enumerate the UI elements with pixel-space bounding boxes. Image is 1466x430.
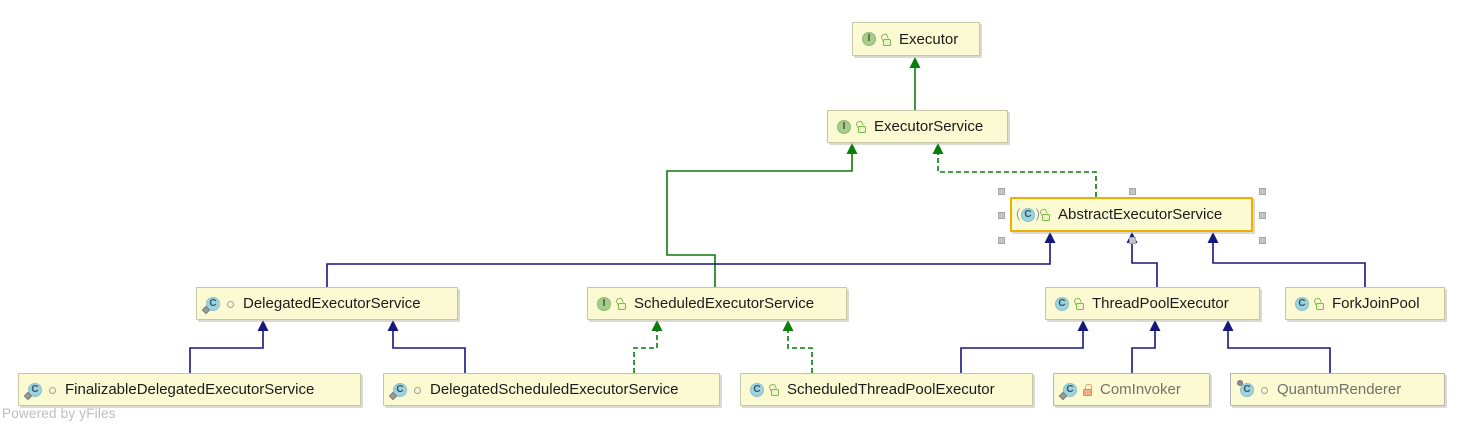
selection-handle[interactable] bbox=[1259, 188, 1266, 195]
inheritance-arrow-icon bbox=[782, 320, 794, 331]
inheritance-arrow-icon bbox=[257, 320, 269, 331]
package-private-icon bbox=[412, 382, 424, 397]
edge-finalizabledelegatedexecutorservice-extends-delegatedexecutorservice[interactable] bbox=[189, 320, 269, 373]
class-name-label: Executor bbox=[899, 30, 959, 48]
public-open-lock-icon bbox=[1040, 207, 1052, 222]
public-open-lock-icon bbox=[769, 382, 781, 397]
edge-delegatedscheduledexecutorservice-extends-delegatedexecutorservice[interactable] bbox=[387, 320, 466, 373]
selection-handle[interactable] bbox=[998, 211, 1005, 219]
edge-scheduledthreadpoolexecutor-extends-threadpoolexecutor[interactable] bbox=[960, 320, 1089, 373]
edge-scheduledexecutorservice-extends-executorservice[interactable] bbox=[666, 143, 858, 287]
class-name-label: ThreadPoolExecutor bbox=[1092, 295, 1229, 312]
class-name-label: AbstractExecutorService bbox=[1058, 206, 1223, 223]
public-open-lock-icon bbox=[1314, 296, 1326, 311]
edge-cominvoker-extends-threadpoolexecutor[interactable] bbox=[1131, 320, 1161, 373]
class-icon: C bbox=[1237, 379, 1255, 398]
class-icon: C bbox=[1054, 296, 1070, 312]
inheritance-arrow-icon bbox=[1044, 232, 1056, 243]
node-com-invoker[interactable]: C ComInvoker bbox=[1053, 373, 1210, 406]
inheritance-arrow-icon bbox=[909, 57, 921, 68]
class-name-label: FinalizableDelegatedExecutorService bbox=[65, 381, 315, 398]
edge-quantumrenderer-extends-threadpoolexecutor[interactable] bbox=[1222, 320, 1331, 373]
class-icon: C bbox=[1294, 296, 1310, 312]
node-delegated-scheduled-executor-service[interactable]: C DelegatedScheduledExecutorService bbox=[383, 373, 720, 406]
selection-handle[interactable] bbox=[998, 188, 1005, 195]
edge-scheduledthreadpoolexecutor-implements-scheduledexecutorservice[interactable] bbox=[782, 320, 813, 373]
class-name-label: ForkJoinPool bbox=[1332, 295, 1420, 312]
selection-handle[interactable] bbox=[1259, 237, 1266, 244]
interface-icon: I bbox=[596, 296, 612, 312]
inheritance-arrow-icon bbox=[651, 320, 663, 331]
yfiles-watermark: Powered by yFiles bbox=[2, 406, 116, 421]
public-open-lock-icon bbox=[856, 119, 868, 134]
inheritance-arrow-icon bbox=[1222, 320, 1234, 331]
class-name-label: QuantumRenderer bbox=[1277, 381, 1402, 398]
selection-handle[interactable] bbox=[998, 237, 1005, 244]
selection-handle[interactable] bbox=[1128, 188, 1136, 195]
inheritance-arrow-icon bbox=[932, 143, 944, 154]
inheritance-arrow-icon bbox=[1077, 320, 1089, 331]
node-executor[interactable]: I Executor bbox=[852, 22, 980, 56]
edge-delegatedscheduledexecutorservice-implements-scheduledexecutorservice[interactable] bbox=[633, 320, 663, 373]
node-executor-service[interactable]: I ExecutorService bbox=[827, 110, 1008, 143]
package-private-icon bbox=[47, 382, 59, 397]
selection-handle[interactable] bbox=[1128, 237, 1136, 244]
node-abstract-executor-service[interactable]: C() AbstractExecutorService bbox=[1010, 197, 1253, 232]
edge-delegatedexecutorservice-extends-abstractexecutorservice[interactable] bbox=[326, 232, 1056, 287]
node-finalizable-delegated-executor-service[interactable]: C FinalizableDelegatedExecutorService bbox=[18, 373, 361, 406]
public-open-lock-icon bbox=[881, 32, 893, 47]
edge-abstractexecutorservice-implements-executorservice[interactable] bbox=[932, 143, 1097, 197]
node-scheduled-thread-pool-executor[interactable]: C ScheduledThreadPoolExecutor bbox=[740, 373, 1033, 406]
edge-executorservice-extends-executor[interactable] bbox=[909, 57, 921, 110]
package-private-icon bbox=[225, 296, 237, 311]
class-name-label: ScheduledExecutorService bbox=[634, 295, 815, 312]
package-private-icon bbox=[1259, 382, 1271, 397]
class-icon: C bbox=[1058, 382, 1078, 400]
node-delegated-executor-service[interactable]: C DelegatedExecutorService bbox=[196, 287, 458, 320]
interface-icon: I bbox=[861, 31, 877, 47]
class-name-label: DelegatedExecutorService bbox=[243, 295, 421, 312]
class-icon: C bbox=[23, 382, 43, 400]
inheritance-arrow-icon bbox=[1207, 232, 1219, 243]
node-quantum-renderer[interactable]: C QuantumRenderer bbox=[1230, 373, 1445, 406]
node-fork-join-pool[interactable]: C ForkJoinPool bbox=[1285, 287, 1445, 320]
class-name-label: ComInvoker bbox=[1100, 381, 1181, 398]
class-icon: C bbox=[388, 382, 408, 400]
class-name-label: DelegatedScheduledExecutorService bbox=[430, 381, 679, 398]
inheritance-arrow-icon bbox=[387, 320, 399, 331]
inheritance-arrow-icon bbox=[846, 143, 858, 154]
selection-handle[interactable] bbox=[1259, 211, 1266, 219]
node-scheduled-executor-service[interactable]: I ScheduledExecutorService bbox=[587, 287, 847, 320]
class-name-label: ScheduledThreadPoolExecutor bbox=[787, 381, 995, 398]
abstract-class-icon: C() bbox=[1016, 205, 1040, 222]
interface-icon: I bbox=[836, 119, 852, 135]
node-thread-pool-executor[interactable]: C ThreadPoolExecutor bbox=[1045, 287, 1260, 320]
class-icon: C bbox=[201, 296, 221, 314]
public-open-lock-icon bbox=[616, 296, 628, 311]
class-icon: C bbox=[749, 382, 765, 398]
edge-forkjoinpool-extends-abstractexecutorservice[interactable] bbox=[1207, 232, 1366, 287]
class-name-label: ExecutorService bbox=[874, 118, 984, 135]
private-closed-lock-icon bbox=[1082, 382, 1094, 397]
public-open-lock-icon bbox=[1074, 296, 1086, 311]
inheritance-arrow-icon bbox=[1149, 320, 1161, 331]
pin-decoration-icon bbox=[1237, 379, 1243, 386]
